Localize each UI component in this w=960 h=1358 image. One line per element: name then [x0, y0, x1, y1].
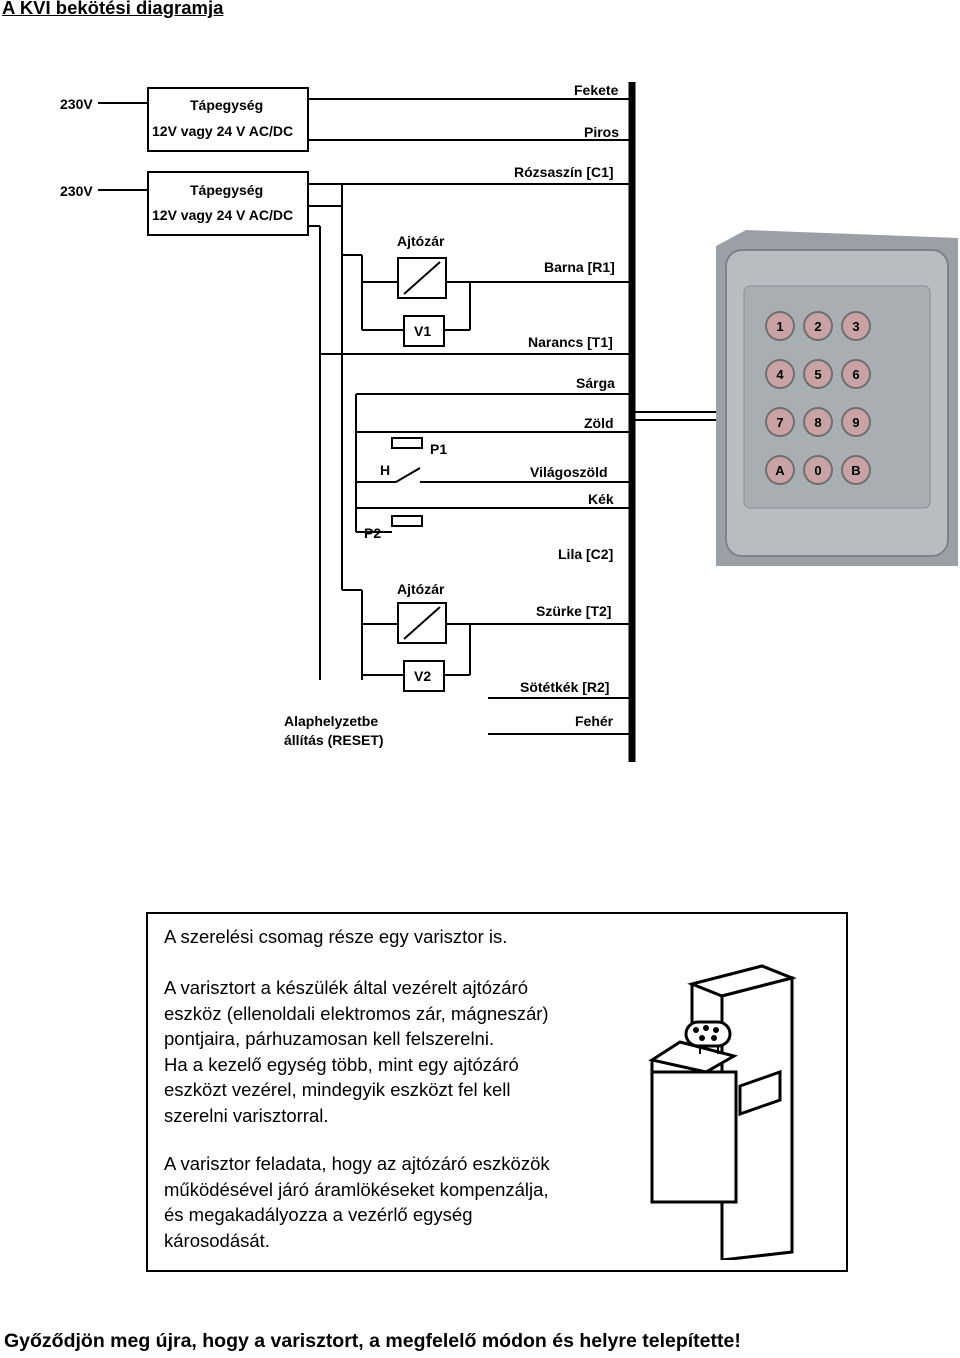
keypad-key-label: 4 [776, 367, 784, 382]
keypad-key-2 [803, 311, 833, 341]
ps1-voltage: 230V [60, 96, 93, 112]
wiring-diagram: 230V Tápegység 12V vagy 24 V AC/DC 230V … [60, 82, 958, 762]
keypad-key-label: 0 [814, 463, 821, 478]
keypad-key-label: 1 [776, 319, 783, 334]
keypad-device: 1 2 3 4 5 6 7 8 9A 0 B [716, 230, 958, 566]
varistor-lock-illustration [648, 964, 797, 1260]
keypad-key-8 [803, 407, 833, 437]
keypad-key-label: 5 [814, 367, 821, 382]
keypad-key-label: B [851, 463, 860, 478]
ps1-label: Tápegység [190, 97, 263, 113]
v2-label: V2 [414, 668, 431, 684]
note-paragraph-2: A varisztort a készülék által vezérelt a… [164, 977, 549, 1126]
button-p2 [391, 515, 423, 527]
varistor-v1 [403, 315, 445, 347]
wire-rozsaszin: Rózsaszín [C1] [514, 164, 614, 180]
keypad-key-3 [841, 311, 871, 341]
wire-zold: Zöld [584, 415, 614, 431]
varistor-v2 [403, 660, 445, 692]
wire-narancs: Narancs [T1] [528, 334, 613, 350]
footer-warning: Győződjön meg újra, hogy a varisztort, a… [4, 1330, 741, 1352]
keypad-key-label: 8 [814, 415, 821, 430]
button-p1 [391, 437, 423, 449]
keypad-keys: 1 2 3 4 5 6 7 8 9A 0 B [765, 311, 871, 485]
ps2-label: Tápegység [190, 182, 263, 198]
keypad-key-label: 3 [852, 319, 859, 334]
wire-szurke: Szürke [T2] [536, 603, 611, 619]
wire-fekete: Fekete [574, 82, 619, 98]
v1-label: V1 [414, 323, 431, 339]
keypad-key-4 [765, 359, 795, 389]
keypad-key-6 [841, 359, 871, 389]
wire-piros: Piros [584, 124, 619, 140]
power-supply-1 [147, 87, 309, 152]
keypad-key-1 [765, 311, 795, 341]
p1-label: P1 [430, 441, 447, 457]
wire-sotetkek: Sötétkék [R2] [520, 679, 609, 695]
wire-vilagoszold: Világoszöld [530, 464, 608, 480]
wire-sarga: Sárga [576, 375, 615, 391]
keypad-key-9 [841, 407, 871, 437]
varistor-note-box: A szerelési csomag része egy varisztor i… [146, 912, 848, 1272]
wire-barna: Barna [R1] [544, 259, 615, 275]
power-supply-2 [147, 171, 309, 236]
reset-label-line2: állítás (RESET) [284, 732, 384, 748]
wire-lila: Lila [C2] [558, 546, 613, 562]
keypad-key-label: A [775, 463, 785, 478]
keypad-key-label: 7 [776, 415, 783, 430]
keypad-key-label: 9 [852, 415, 859, 430]
door-lock-2-label: Ajtózár [397, 581, 445, 597]
keypad-key-label: 6 [852, 367, 859, 382]
keypad-key-A [765, 455, 795, 485]
keypad-key-B [841, 455, 871, 485]
keypad-key-5 [803, 359, 833, 389]
keypad-key-0 [803, 455, 833, 485]
reset-label-line1: Alaphelyzetbe [284, 713, 378, 729]
wire-feher: Fehér [575, 713, 614, 729]
door-lock-1-label: Ajtózár [397, 233, 445, 249]
h-label: H [380, 462, 390, 478]
ps2-voltage: 230V [60, 183, 93, 199]
keypad-key-7 [765, 407, 795, 437]
wire-kek: Kék [588, 491, 614, 507]
page-title: A KVI bekötési diagramja [2, 0, 224, 18]
keypad-key-label: 2 [814, 319, 821, 334]
note-paragraph-1: A szerelési csomag része egy varisztor i… [164, 926, 508, 947]
ps1-spec: 12V vagy 24 V AC/DC [152, 123, 293, 139]
ps2-spec: 12V vagy 24 V AC/DC [152, 207, 293, 223]
note-paragraph-3: A varisztor feladata, hogy az ajtózáró e… [164, 1153, 550, 1251]
